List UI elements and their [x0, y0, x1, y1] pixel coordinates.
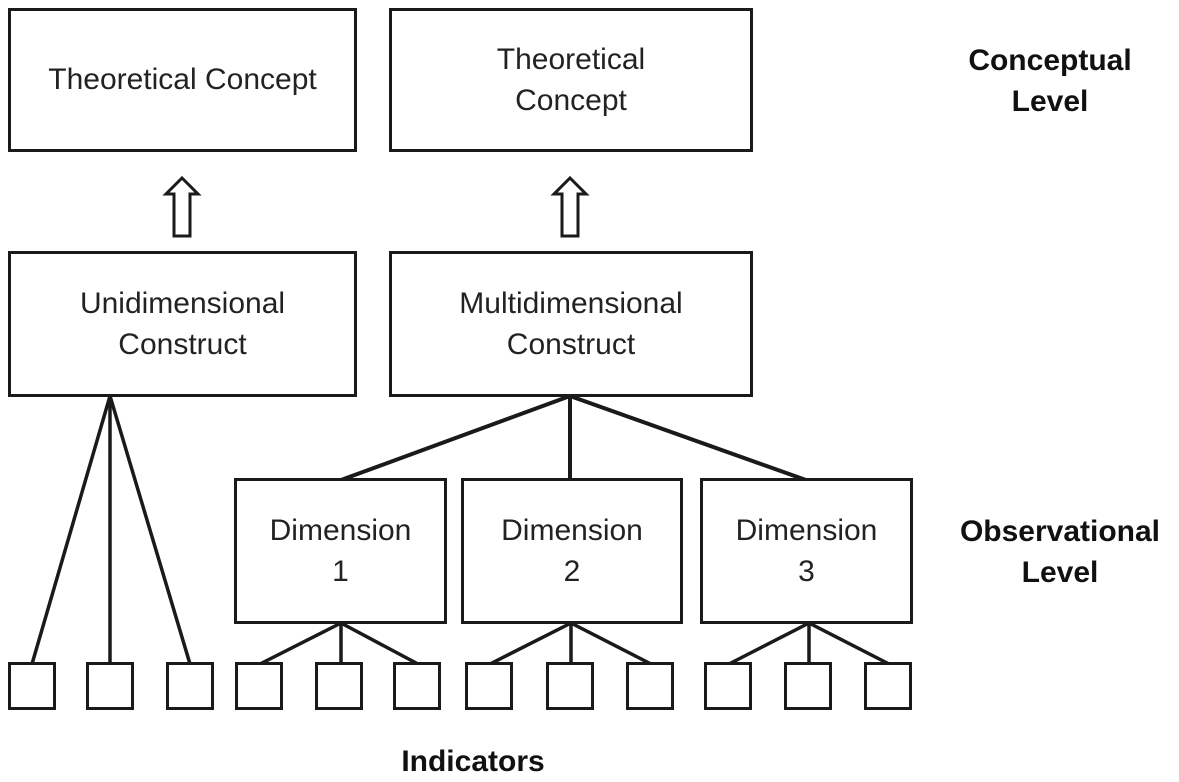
dimension-3-links [728, 621, 890, 666]
multidimensional-construct-label: Multidimensional Construct [459, 286, 683, 361]
indicator-box [864, 662, 912, 710]
indicator-box [465, 662, 513, 710]
dimension-1-links [259, 621, 419, 666]
observational-level-label: Observational Level [959, 515, 1161, 590]
indicator-box [8, 662, 56, 710]
dimension-2-links [489, 621, 652, 666]
theoretical-concept-right-label: Theoretical Concept [496, 42, 646, 117]
indicator-box [166, 662, 214, 710]
dimension-1-label: Dimension 1 [269, 513, 412, 588]
unidimensional-construct-label: Unidimensional Construct [79, 286, 286, 361]
theoretical-concept-left-box: Theoretical Concept [8, 8, 357, 152]
indicator-box [235, 662, 283, 710]
indicator-box [546, 662, 594, 710]
multidimensional-links [340, 394, 807, 482]
multidimensional-construct-box: Multidimensional Construct [389, 251, 753, 397]
arrow-up-icon [162, 175, 202, 238]
dimension-2-box: Dimension 2 [461, 478, 683, 624]
dimension-3-box: Dimension 3 [700, 478, 913, 624]
theoretical-concept-left-label: Theoretical Concept [48, 63, 317, 97]
indicator-box [784, 662, 832, 710]
unidimensional-links [30, 395, 192, 665]
dimension-1-box: Dimension 1 [234, 478, 447, 624]
arrow-up-icon [550, 175, 590, 238]
unidimensional-construct-box: Unidimensional Construct [8, 251, 357, 397]
dimension-3-label: Dimension 3 [735, 513, 878, 588]
indicator-box [86, 662, 134, 710]
dimension-2-label: Dimension 2 [501, 513, 643, 588]
conceptual-level-label: Conceptual Level [968, 44, 1132, 119]
indicator-box [315, 662, 363, 710]
indicator-box [704, 662, 752, 710]
indicators-label: Indicators [401, 745, 545, 778]
indicator-box [626, 662, 674, 710]
theoretical-concept-right-box: Theoretical Concept [389, 8, 753, 152]
indicator-box [393, 662, 441, 710]
